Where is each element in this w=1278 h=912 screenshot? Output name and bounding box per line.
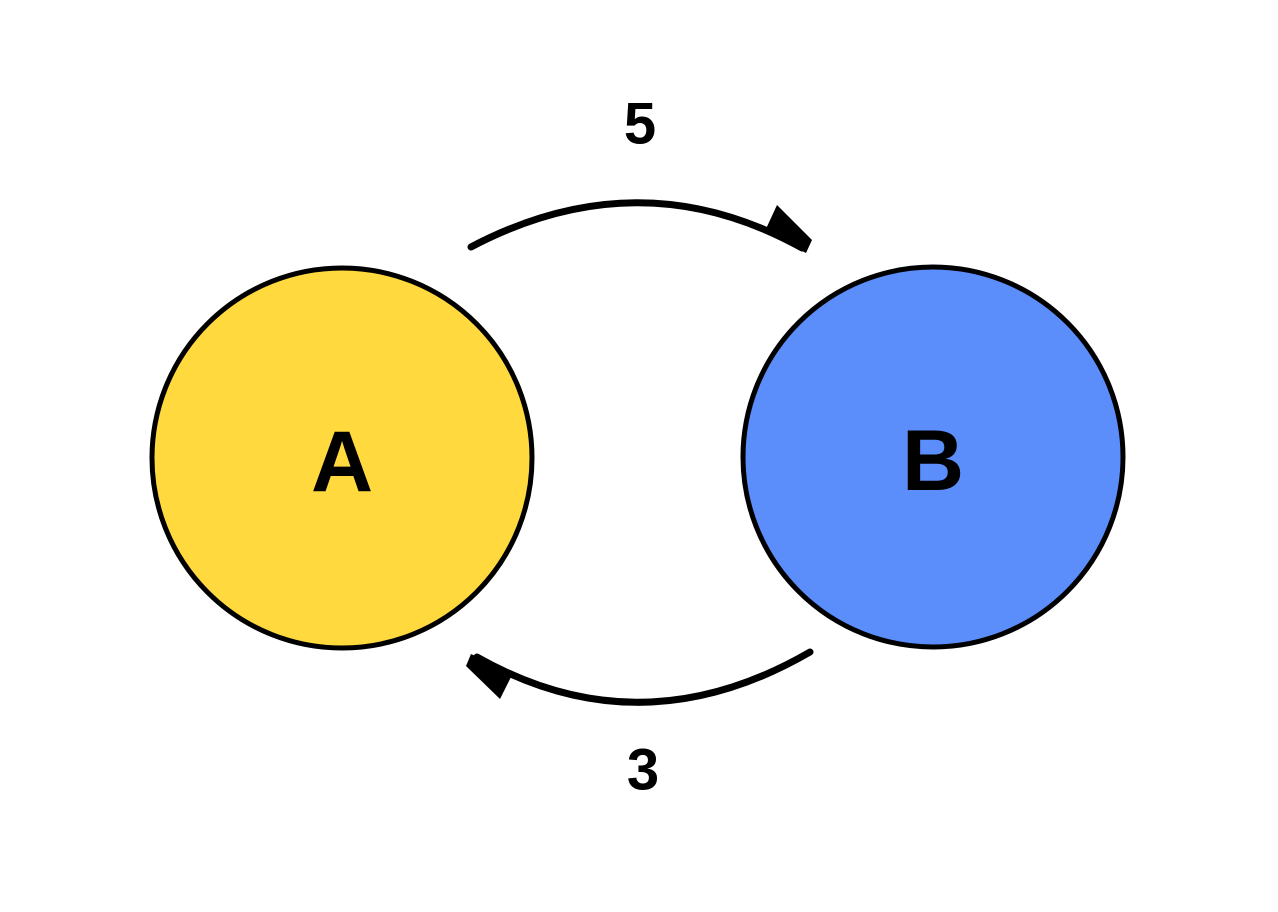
node-b[interactable]: B: [740, 264, 1126, 650]
node-a-circle[interactable]: [149, 265, 535, 651]
node-b-circle[interactable]: [740, 264, 1126, 650]
edge-b-to-a[interactable]: 3: [466, 648, 814, 803]
arrowhead-icon-b-to-a: [466, 654, 513, 699]
edge-weight-b-to-a: 3: [627, 738, 659, 803]
node-a-label: A: [311, 414, 373, 510]
edge-a-to-b[interactable]: 5: [467, 92, 812, 254]
edge-b-to-a-curve: [473, 648, 814, 706]
edge-a-to-b-curve: [467, 199, 806, 252]
arrowhead-icon-a-to-b: [765, 205, 812, 253]
node-b-label: B: [902, 413, 964, 509]
edge-weight-a-to-b: 5: [624, 92, 656, 157]
node-a[interactable]: A: [149, 265, 535, 651]
